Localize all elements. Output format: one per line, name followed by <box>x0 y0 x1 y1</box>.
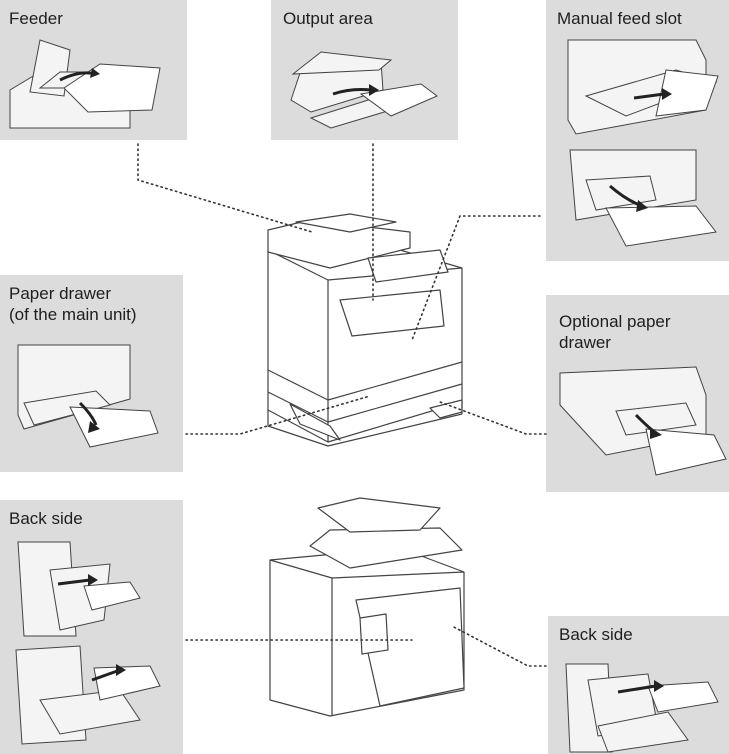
feeder-illustration <box>9 39 161 129</box>
panel-label-back-side-right: Back side <box>559 625 633 644</box>
panel-optional-paper-drawer: Optional paper drawer <box>546 295 729 492</box>
manual-feed-slot-illustration <box>567 39 719 247</box>
back-side-left-illustration <box>15 541 161 745</box>
leader-lines <box>137 143 547 667</box>
paper-drawer-main-illustration <box>17 344 159 448</box>
leader-line-paper-drawer-main <box>185 395 371 435</box>
panel-manual-feed-slot: Manual feed slot <box>546 0 729 261</box>
panel-output-area: Output area <box>271 0 458 140</box>
panel-feeder: Feeder <box>0 0 187 140</box>
optional-paper-drawer-illustration <box>559 366 727 476</box>
output-area-illustration <box>290 51 438 129</box>
panel-back-side-right: Back side <box>548 616 729 754</box>
leader-line-feeder <box>137 143 313 233</box>
printer-front-illustration <box>267 213 463 447</box>
panel-label-manual-feed-slot: Manual feed slot <box>557 9 682 28</box>
panel-paper-drawer-main: Paper drawer (of the main unit) <box>0 275 183 472</box>
panel-label-feeder: Feeder <box>9 9 63 28</box>
panel-label-back-side-left: Back side <box>9 509 83 528</box>
panel-back-side-left: Back side <box>0 500 183 754</box>
back-side-right-illustration <box>565 663 719 753</box>
panel-label-paper-drawer-main: Paper drawer (of the main unit) <box>9 284 137 324</box>
leader-line-back-side-right <box>451 625 547 667</box>
leader-line-manual-feed-slot <box>411 215 541 341</box>
printer-back-illustration <box>269 497 465 717</box>
leader-line-optional-paper-drawer <box>439 401 547 435</box>
panel-label-output-area: Output area <box>283 9 373 28</box>
panel-label-optional-paper-drawer: Optional paper drawer <box>559 312 671 352</box>
